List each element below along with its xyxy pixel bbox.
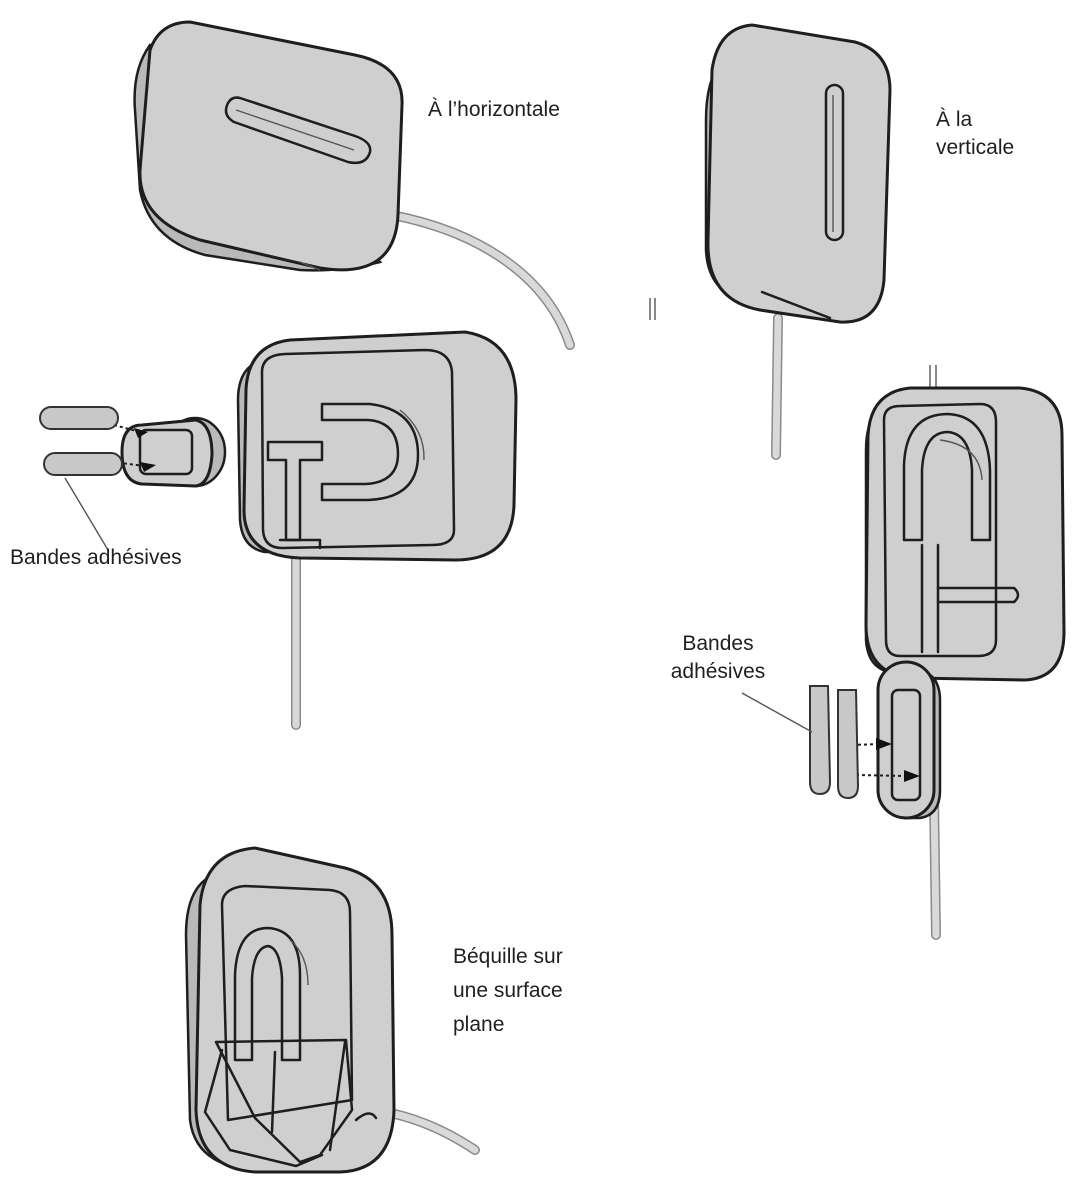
device-vertical-front xyxy=(649,23,937,460)
device-on-kickstand xyxy=(184,846,480,1174)
adhesive-strips-right xyxy=(741,685,860,800)
label-strips-left: Bandes adhésives xyxy=(10,546,182,569)
device-horizontal-front xyxy=(133,20,575,350)
label-horizontal: À l’horizontale xyxy=(428,98,560,121)
led-slot-horizontal xyxy=(224,96,372,165)
label-vertical: À la verticale xyxy=(936,106,1014,162)
label-kickstand: Béquille sur une surface plane xyxy=(453,940,563,1042)
led-slot-vertical xyxy=(824,83,845,242)
device-horizontal-back xyxy=(111,330,518,730)
label-strips-right: Bandes adhésives xyxy=(658,630,778,686)
label-vertical-line1: À la xyxy=(936,108,973,131)
label-kickstand-line3: plane xyxy=(453,1013,505,1036)
label-kickstand-line2: une surface xyxy=(453,979,563,1002)
label-strips-right-line2: adhésives xyxy=(670,660,766,683)
cable-channel xyxy=(320,402,420,502)
label-vertical-line2: verticale xyxy=(936,136,1015,159)
label-strips-right-line1: Bandes xyxy=(682,632,754,655)
device-vertical-back xyxy=(851,386,1066,940)
adhesive-strips-left xyxy=(39,406,123,551)
label-kickstand-line1: Béquille sur xyxy=(453,945,563,968)
